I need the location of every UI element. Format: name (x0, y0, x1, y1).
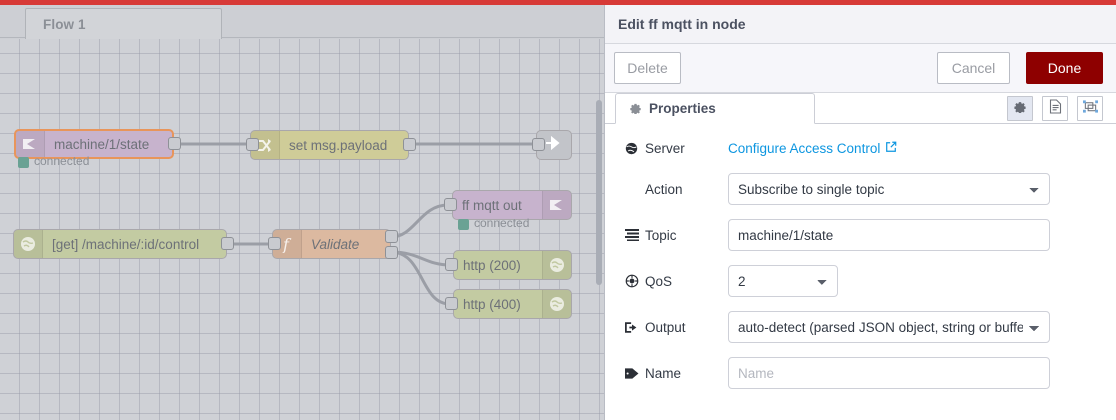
label-action: Action (624, 182, 728, 197)
properties-icon-button[interactable] (1007, 96, 1033, 121)
globe-icon (624, 142, 639, 155)
flow-node-port-input[interactable] (268, 237, 281, 250)
edit-node-dialog: Edit ff mqtt in node Delete Cancel Done … (604, 5, 1116, 420)
status-label-mqtt-out: connected (474, 216, 530, 230)
flow-node-port-input[interactable] (532, 138, 545, 151)
globe-icon (14, 230, 43, 258)
form-row-name: Name (624, 356, 1097, 390)
label-server-text: Server (645, 140, 685, 156)
flow-node-port-input[interactable] (444, 198, 457, 211)
properties-form: Server Configure Access Control Action (605, 124, 1116, 420)
flow-node-label: http (200) (463, 257, 521, 273)
flow-node-port-output[interactable] (221, 237, 234, 250)
mqtt-icon (16, 131, 45, 157)
configure-access-control-link[interactable]: Configure Access Control (728, 141, 897, 156)
tab-properties[interactable]: Properties (615, 93, 815, 124)
qos-select[interactable]: 2 (728, 265, 838, 297)
flow-node-label: http (400) (463, 296, 521, 312)
flow-node-http-200[interactable]: http (200) (453, 250, 572, 280)
appearance-icon-button[interactable] (1077, 96, 1103, 121)
cancel-button[interactable]: Cancel (937, 52, 1010, 84)
link-out-icon (545, 135, 563, 154)
flow-wires (174, 142, 540, 306)
label-name: Name (624, 366, 728, 381)
flow-tab-label: Flow 1 (43, 16, 86, 32)
flow-canvas[interactable]: machine/1/state connected set msg.payloa… (0, 39, 604, 420)
flow-node-port-input[interactable] (445, 297, 458, 310)
flow-node-label: [get] /machine/:id/control (52, 236, 200, 252)
flow-tab-flow-1[interactable]: Flow 1 (25, 8, 222, 39)
flow-node-http-in[interactable]: [get] /machine/:id/control (13, 229, 227, 259)
description-icon-button[interactable] (1042, 96, 1068, 121)
external-link-icon (885, 141, 897, 156)
dialog-title: Edit ff mqtt in node (605, 5, 1116, 44)
form-row-topic: Topic (624, 218, 1097, 252)
label-server: Server (624, 141, 728, 156)
qos-icon (624, 274, 639, 288)
flow-node-http-400[interactable]: http (400) (453, 289, 572, 319)
globe-icon (542, 290, 571, 318)
name-input[interactable] (728, 357, 1050, 389)
form-row-action: Action Subscribe to single topic (624, 172, 1097, 206)
gear-icon (629, 101, 642, 117)
delete-button[interactable]: Delete (614, 52, 681, 84)
label-action-text: Action (645, 181, 683, 197)
flow-node-label: machine/1/state (54, 136, 150, 152)
canvas-vertical-scrollbar[interactable] (596, 100, 602, 285)
flow-editor-pane: Flow 1 (0, 5, 604, 420)
form-row-qos: QoS 2 (624, 264, 1097, 298)
status-label-mqtt-in: connected (34, 154, 90, 168)
flow-node-port-output[interactable] (403, 138, 416, 151)
tag-icon (624, 367, 639, 380)
form-row-output: Output auto-detect (parsed JSON object, … (624, 310, 1097, 344)
label-qos: QoS (624, 274, 728, 289)
svg-text:f: f (282, 236, 292, 253)
topic-input[interactable] (728, 219, 1050, 251)
flow-node-port-input[interactable] (246, 138, 259, 151)
appearance-icon (1082, 99, 1098, 119)
flow-node-port-input[interactable] (445, 258, 458, 271)
status-indicator-mqtt-out (458, 219, 469, 230)
globe-icon (542, 251, 571, 279)
label-output: Output (624, 320, 728, 335)
flow-node-function[interactable]: f Validate (272, 229, 391, 259)
status-indicator-mqtt-in (18, 157, 29, 168)
output-select[interactable]: auto-detect (parsed JSON object, string … (728, 311, 1050, 343)
flow-node-port-output[interactable] (168, 137, 181, 150)
action-select[interactable]: Subscribe to single topic (728, 173, 1050, 205)
output-icon (624, 321, 639, 334)
app-header-bar (0, 0, 1116, 5)
flow-node-mqtt-in[interactable]: machine/1/state (14, 129, 174, 159)
flow-node-port-output-2[interactable] (385, 246, 398, 259)
flow-node-label: ff mqtt out (462, 197, 522, 213)
flow-tab-bar: Flow 1 (0, 5, 604, 39)
label-qos-text: QoS (645, 273, 673, 289)
flow-node-port-output-1[interactable] (385, 230, 398, 243)
label-output-text: Output (645, 319, 686, 335)
label-topic-text: Topic (645, 227, 677, 243)
document-icon (1049, 98, 1062, 119)
flow-node-change[interactable]: set msg.payload (250, 130, 409, 160)
topic-icon (624, 229, 639, 241)
label-name-text: Name (645, 365, 682, 381)
dialog-tab-row: Properties (605, 93, 1116, 124)
mqtt-icon (542, 191, 571, 219)
configure-access-control-text: Configure Access Control (728, 140, 881, 156)
form-row-server: Server Configure Access Control (624, 131, 1097, 165)
gear-icon (1013, 99, 1027, 118)
label-topic: Topic (624, 228, 728, 243)
flow-node-label: set msg.payload (289, 137, 388, 153)
tab-properties-label: Properties (649, 101, 716, 116)
flow-node-label: Validate (311, 236, 360, 252)
done-button[interactable]: Done (1026, 52, 1103, 84)
